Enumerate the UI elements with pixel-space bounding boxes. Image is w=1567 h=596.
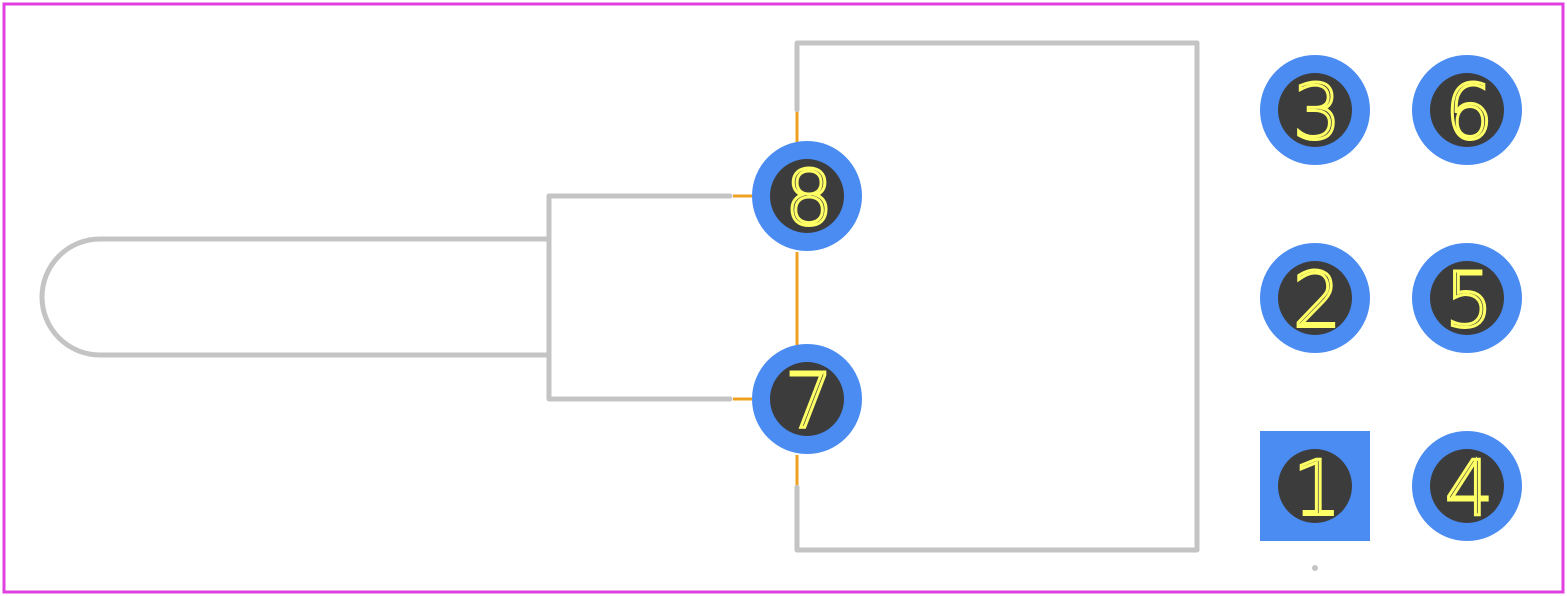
pad-number-label: 8 (785, 154, 833, 243)
pad-drill-hole (770, 362, 844, 436)
pad-number-label: 1 (1293, 444, 1341, 533)
courtyard-traces (733, 112, 799, 485)
pad-3: 3 (1260, 55, 1370, 165)
pad-1: 1 (1260, 431, 1370, 541)
pad-4: 4 (1412, 431, 1522, 541)
pad-number-label: 3 (1293, 68, 1341, 157)
pad-drill-hole (770, 159, 844, 233)
pad-drill-hole (1278, 73, 1352, 147)
pad-drill-hole (1278, 449, 1352, 523)
pad-6: 6 (1412, 55, 1522, 165)
pad-number-label: 2 (1293, 256, 1341, 345)
pad-7: 7 (752, 344, 862, 454)
silkscreen-toggle-lever (39, 236, 552, 358)
pad-drill-hole (1278, 261, 1352, 335)
pad-number-label: 4 (1445, 444, 1493, 533)
pad-number-label: 7 (785, 357, 833, 446)
origin-marker (1312, 565, 1318, 571)
pad-drill-hole (1430, 261, 1504, 335)
pad-5: 5 (1412, 243, 1522, 353)
pad-drill-hole (1430, 449, 1504, 523)
silkscreen-actuator-bracket (546, 193, 733, 402)
pad-number-label: 5 (1445, 256, 1493, 345)
pads-layer: 1 2 3 4 5 6 7 8 (752, 55, 1522, 541)
pad-2: 2 (1260, 243, 1370, 353)
pad-number-label: 6 (1445, 68, 1493, 157)
pad-8: 8 (752, 141, 862, 251)
silkscreen-body-top (794, 40, 1200, 553)
pad-drill-hole (1430, 73, 1504, 147)
